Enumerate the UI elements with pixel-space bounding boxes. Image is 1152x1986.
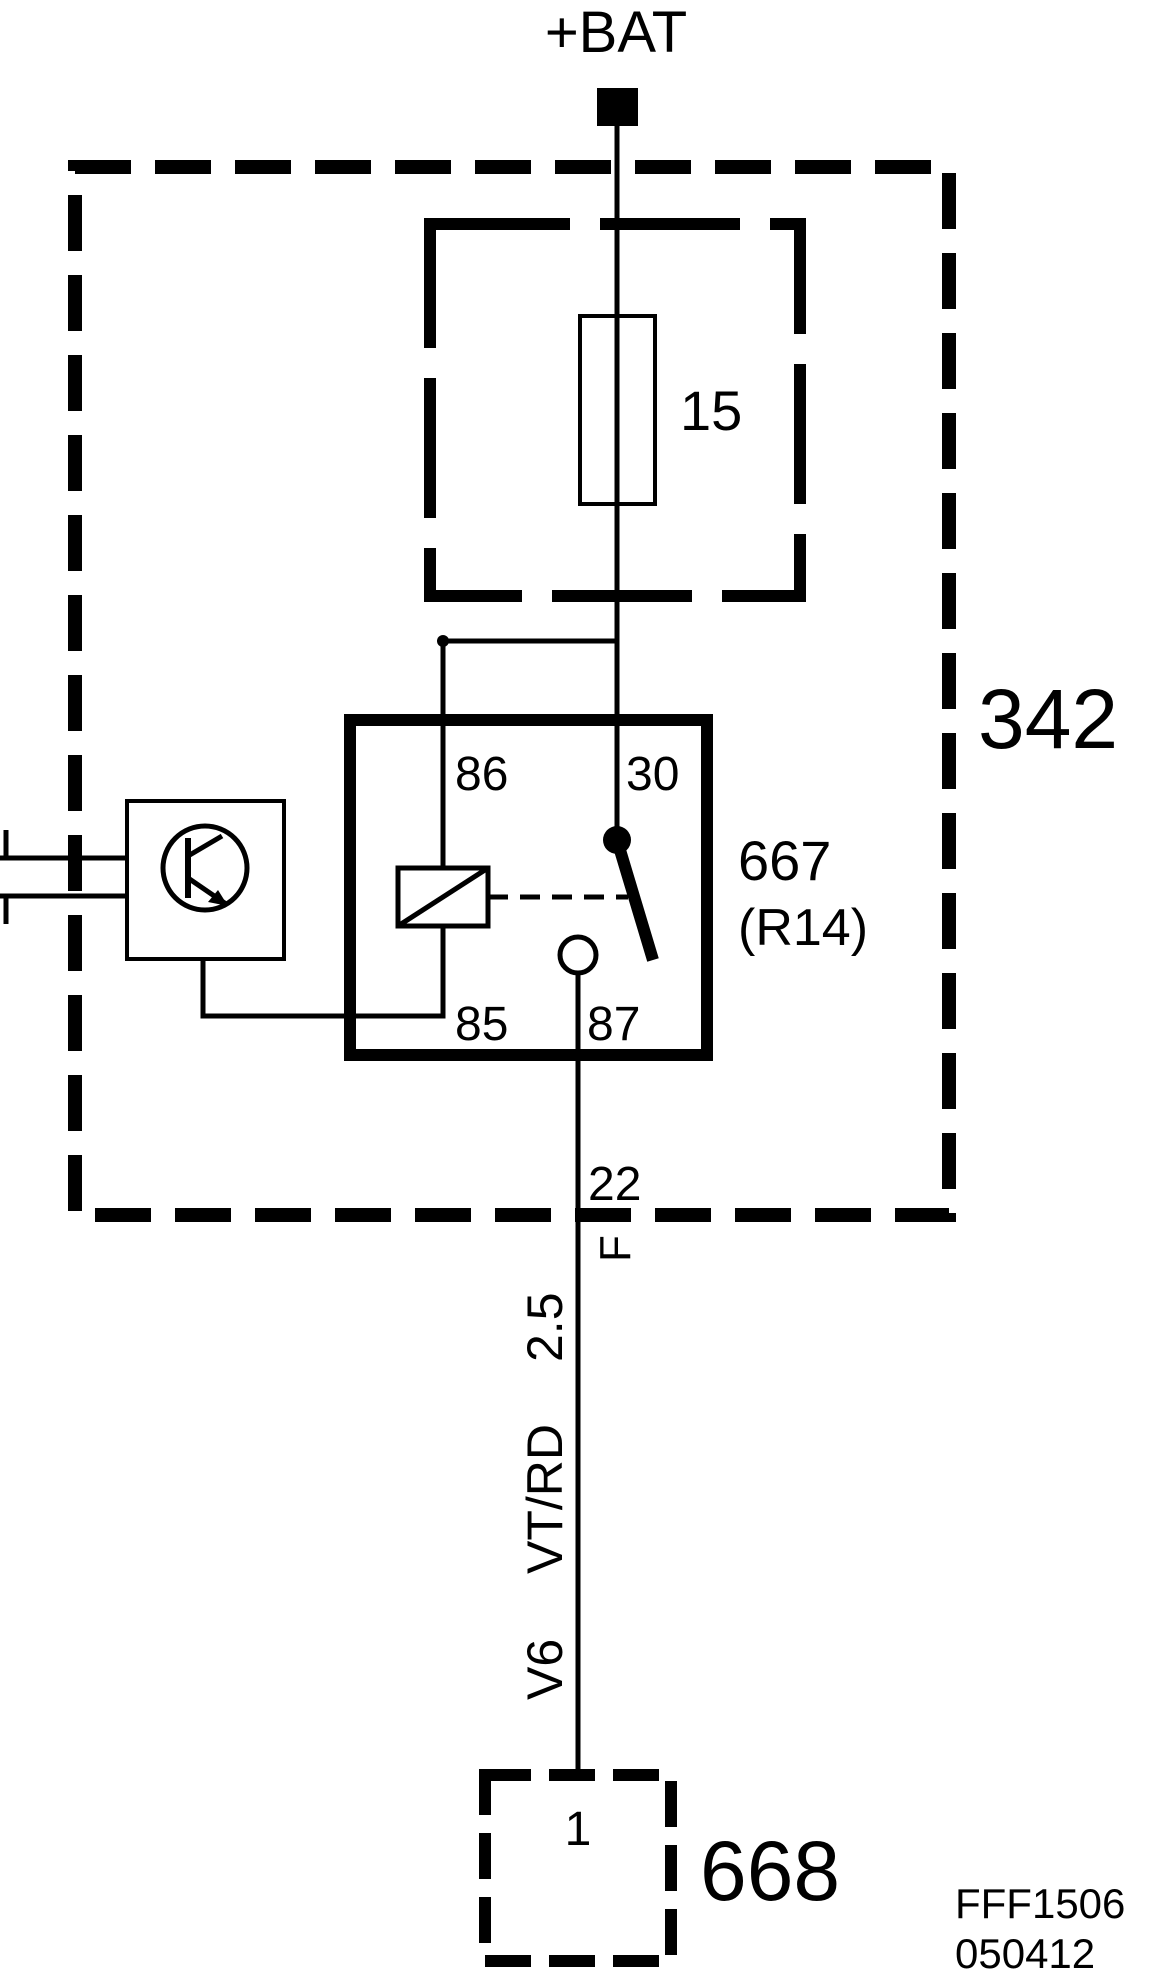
relay-switch-arm	[611, 838, 659, 962]
load-pin-label: 1	[565, 1803, 592, 1856]
bat-label: +BAT	[545, 0, 687, 65]
relay-contact-87	[557, 934, 599, 976]
connector-name-label: F	[591, 1235, 640, 1262]
wire-color-label: VT/RD	[517, 1424, 573, 1574]
relay-coil-diagonal	[396, 865, 490, 929]
relay-667-box	[344, 714, 713, 1061]
load-668-label: 668	[700, 1824, 840, 1918]
figure-date: 050412	[955, 1930, 1095, 1977]
npn-transistor-icon	[160, 823, 250, 913]
fuse-15-label: 15	[680, 379, 742, 442]
figure-code: FFF1506	[955, 1880, 1125, 1927]
transistor-to-85-wire	[200, 959, 446, 1019]
load-668-outline	[479, 1769, 677, 1967]
unit-342-outline	[68, 160, 956, 1222]
junction-dot	[437, 635, 449, 647]
unit-342-label: 342	[978, 672, 1118, 766]
wire-size-label: 2.5	[517, 1292, 573, 1362]
wire-code-label: V6	[517, 1639, 573, 1700]
relay-pin-85: 85	[455, 998, 508, 1051]
relay-667-label: 667	[738, 829, 831, 892]
relay-position-label: (R14)	[738, 899, 868, 957]
connector-pin-label: 22	[588, 1158, 641, 1211]
bat-terminal	[597, 88, 638, 126]
relay-pin-30: 30	[626, 748, 679, 801]
relay-pin-86: 86	[455, 748, 508, 801]
relay-pin-87: 87	[587, 998, 640, 1051]
